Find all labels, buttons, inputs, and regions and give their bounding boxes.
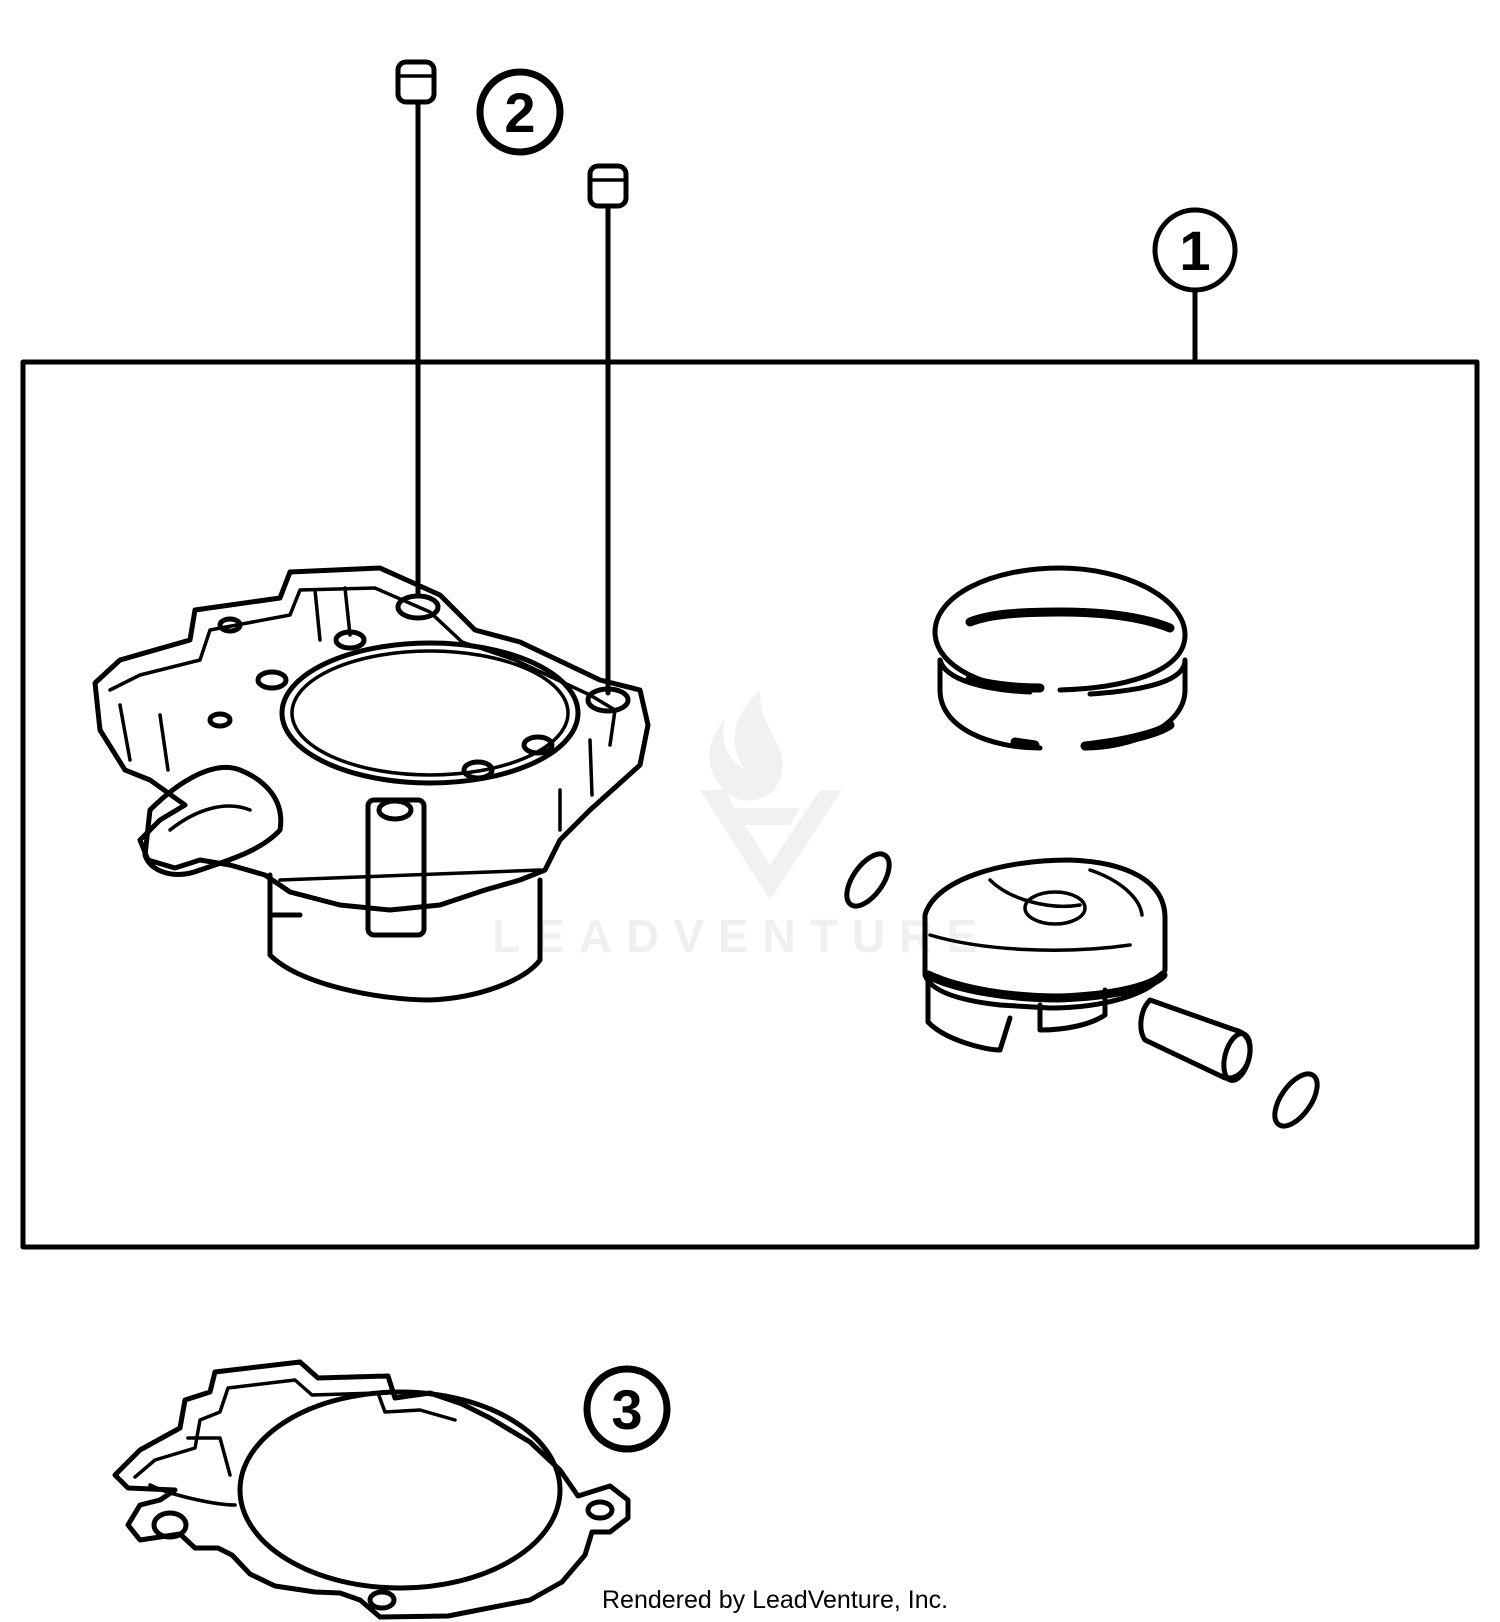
dowel-sleeve-right	[587, 163, 629, 696]
piston-rings	[932, 565, 1188, 751]
callout-1-number: 1	[1179, 219, 1210, 282]
piston-pin	[1138, 997, 1253, 1083]
callout-2-number: 2	[504, 81, 535, 144]
assembly-box	[20, 359, 1480, 1250]
piston	[922, 857, 1168, 1053]
cylinder	[92, 565, 651, 1003]
dowel-sleeve-left	[395, 59, 437, 598]
circlip-right	[1272, 1071, 1320, 1129]
cylinder-gasket	[112, 1359, 631, 1620]
callout-2: 2	[476, 68, 564, 156]
callout-3: 3	[583, 1365, 671, 1453]
callout-1: 1	[1152, 207, 1238, 293]
footer-credit: Rendered by LeadVenture, Inc.	[602, 1586, 949, 1614]
watermark-logo: LEADVENTURE	[492, 690, 991, 962]
callout-3-number: 3	[611, 1378, 642, 1441]
watermark-text: LEADVENTURE	[492, 910, 991, 962]
circlip-left	[844, 851, 892, 909]
